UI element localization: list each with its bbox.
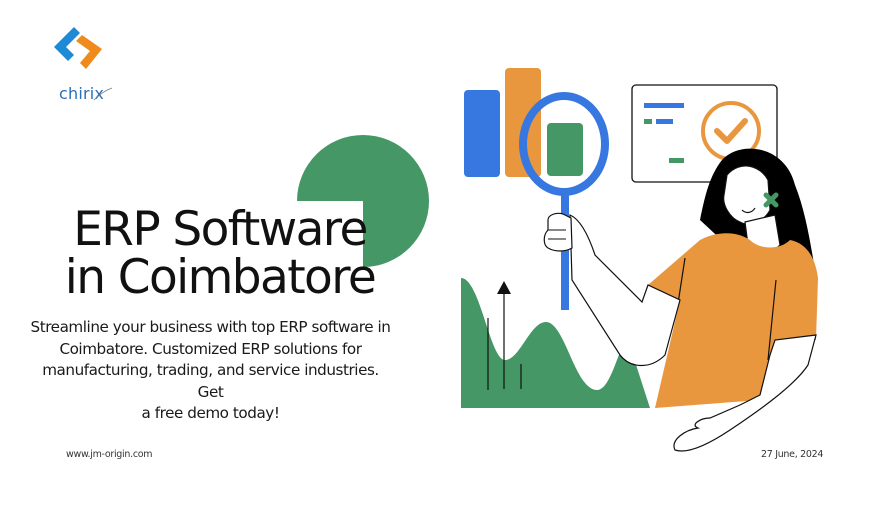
publish-date: 27 June, 2024 [761, 449, 824, 460]
wave-chart-icon [461, 278, 650, 408]
title-line-1: ERP Software [73, 202, 368, 257]
hand [543, 212, 573, 252]
description-line: Streamline your business with top ERP so… [30, 318, 391, 336]
description-line: Coimbatore. Customized ERP solutions for [59, 339, 362, 358]
logo-swoosh-icon [93, 87, 113, 101]
brand-logo: chirix [52, 22, 122, 112]
title-line-2: in Coimbatore [64, 250, 377, 305]
website-link[interactable]: www.jm-origin.com [66, 449, 153, 460]
description-line: a free demo today! [141, 404, 280, 422]
chirix-diamond-logo-icon [54, 27, 102, 69]
woman-magnifier-illustration [461, 68, 818, 452]
pie-shape-icon [297, 135, 429, 267]
hero-description: Streamline your business with top ERP so… [28, 317, 393, 425]
brand-name: chirix [59, 84, 105, 103]
earring-icon [763, 192, 779, 208]
description-line: manufacturing, trading, and service indu… [42, 361, 379, 401]
arrow-up-icon [497, 281, 511, 294]
shirt [648, 233, 818, 408]
page-title: ERP Software in Coimbatore [40, 206, 400, 302]
